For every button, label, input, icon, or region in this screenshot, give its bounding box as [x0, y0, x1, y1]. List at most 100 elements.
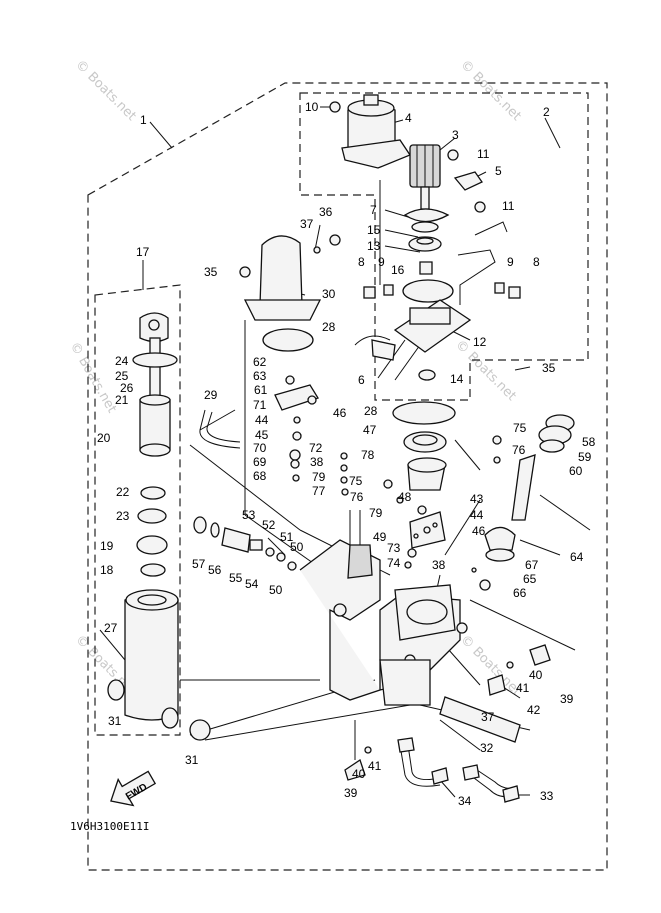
callout: 53 [242, 508, 256, 522]
callout: 3 [452, 128, 459, 142]
callout: 15 [367, 223, 381, 237]
callout: 40 [352, 767, 366, 781]
callout: 17 [136, 245, 150, 259]
callout: 61 [254, 383, 268, 397]
callout: 10 [305, 100, 319, 114]
watermark: © Boats.net [72, 57, 139, 124]
manual-valve [193, 516, 297, 571]
callout: 8 [358, 255, 365, 269]
right-side-parts [344, 414, 575, 781]
callout: 12 [473, 335, 487, 349]
callout: 44 [255, 413, 269, 427]
callout: 47 [363, 423, 377, 437]
callout: 74 [387, 556, 401, 570]
callout: 66 [513, 586, 527, 600]
callout: 7 [370, 203, 377, 217]
callout: 64 [570, 550, 584, 564]
callout: 1 [140, 113, 147, 127]
callout: 58 [582, 435, 596, 449]
callout: 37 [300, 217, 314, 231]
callout: 22 [116, 485, 130, 499]
callout: 41 [516, 681, 530, 695]
callout: 57 [192, 557, 206, 571]
callout: 67 [525, 558, 539, 572]
callout: 41 [368, 759, 382, 773]
callout: 24 [115, 354, 129, 368]
electric-motor [320, 94, 521, 381]
callout: 72 [309, 441, 323, 455]
callout: 35 [542, 361, 556, 375]
callout: 20 [97, 431, 111, 445]
callout: 44 [470, 508, 484, 522]
callout: 76 [350, 490, 364, 504]
callout: 16 [391, 263, 405, 277]
callout: 43 [470, 492, 484, 506]
diagram-code: 1V6H3100E11I [70, 820, 149, 833]
callout: 65 [523, 572, 537, 586]
reservoir [239, 234, 341, 352]
callout: 39 [560, 692, 574, 706]
callout: 19 [100, 539, 114, 553]
callout: 11 [477, 147, 490, 161]
callout: 48 [398, 490, 412, 504]
callout: 69 [253, 455, 267, 469]
callout: 37 [481, 710, 495, 724]
fwd-arrow: FWD [110, 770, 157, 807]
callout: 8 [533, 255, 540, 269]
callout: 39 [344, 786, 358, 800]
hoses [199, 409, 520, 803]
callout: 28 [364, 404, 378, 418]
callout: 32 [480, 741, 494, 755]
callout: 59 [578, 450, 592, 464]
watermark: © Boats.net [457, 57, 524, 124]
callout: 28 [322, 320, 336, 334]
pump-body [299, 539, 468, 706]
callout: 26 [120, 381, 134, 395]
callout: 62 [253, 355, 267, 369]
callout: 35 [204, 265, 218, 279]
pump-components [274, 375, 502, 569]
assembly-outlines [87, 82, 608, 871]
callout: 68 [253, 469, 267, 483]
callout: 52 [262, 518, 276, 532]
callout: 46 [472, 524, 486, 538]
callout: 51 [280, 530, 294, 544]
callout: 38 [432, 558, 446, 572]
callout: 63 [253, 369, 267, 383]
tilt-cylinder [107, 312, 211, 741]
callout: 70 [253, 441, 267, 455]
callout: 50 [269, 583, 283, 597]
callout: 42 [527, 703, 541, 717]
callout: 50 [290, 540, 304, 554]
callout: 45 [255, 428, 269, 442]
callout: 9 [378, 255, 385, 269]
callout: 75 [513, 421, 527, 435]
callout: 77 [312, 484, 326, 498]
callout: 46 [333, 406, 347, 420]
callout: 5 [495, 164, 502, 178]
callout: 38 [310, 455, 324, 469]
cylinder-assembly-outline [94, 284, 181, 736]
callout: 76 [512, 443, 526, 457]
callout: 6 [358, 373, 365, 387]
motor-assembly-outline [299, 92, 589, 401]
callout: 71 [253, 398, 267, 412]
callout: 23 [116, 509, 130, 523]
callout: 13 [367, 239, 381, 253]
callout: 54 [245, 577, 259, 591]
callout: 31 [185, 753, 199, 767]
callout: 78 [361, 448, 375, 462]
callout: 73 [387, 541, 401, 555]
callout: 75 [349, 474, 363, 488]
callout: 31 [108, 714, 122, 728]
watermark: © Boats.net [67, 340, 120, 416]
outer-assembly-outline [87, 82, 608, 871]
callout: 9 [507, 255, 514, 269]
callout: 21 [115, 393, 129, 407]
callout: 40 [529, 668, 543, 682]
callout: 49 [373, 530, 387, 544]
callout: 56 [208, 563, 222, 577]
callout: 14 [450, 372, 464, 386]
callout: 55 [229, 571, 243, 585]
